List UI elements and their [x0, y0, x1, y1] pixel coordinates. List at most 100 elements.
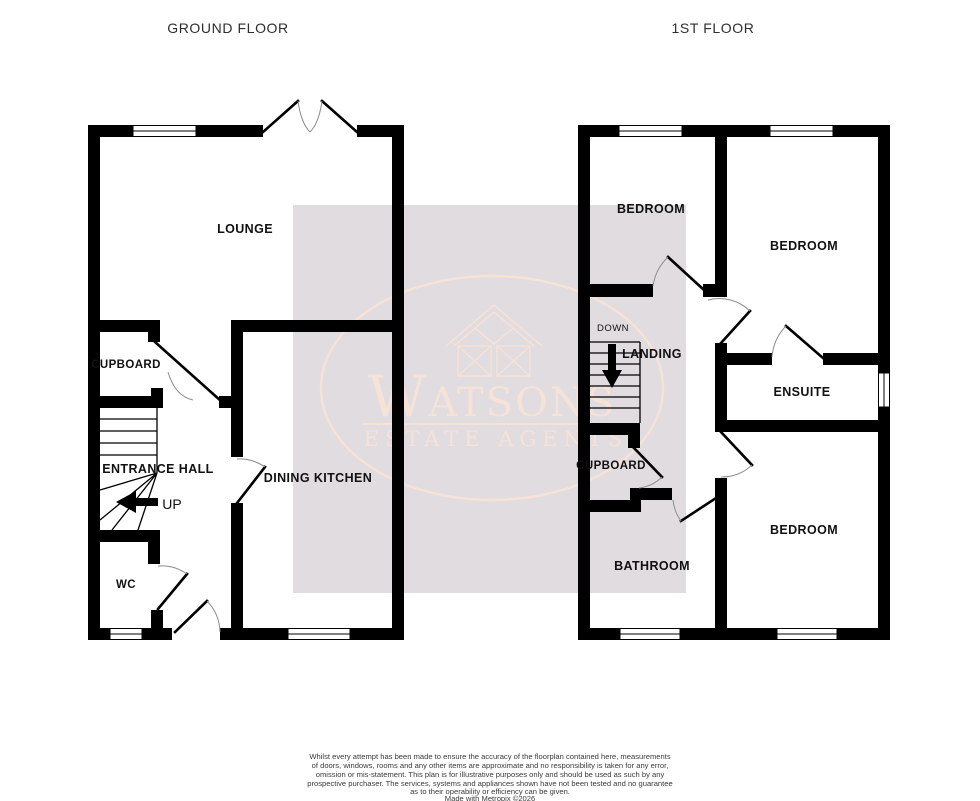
room-label-lounge: LOUNGE [217, 222, 273, 236]
first-floor-windows [618, 125, 890, 640]
disclaimer: Whilst every attempt has been made to en… [307, 752, 672, 801]
stairs-down-label: DOWN [597, 323, 629, 334]
disclaimer-credit: Made with Metropix ©2026 [445, 794, 535, 801]
wall-segment [833, 125, 890, 137]
room-label-bedroom-bottom-right: BEDROOM [770, 523, 838, 537]
watermark-ellipse [319, 274, 665, 502]
door-leaf [666, 255, 706, 292]
wall-segment [578, 423, 640, 435]
wall-segment [231, 320, 243, 457]
wall-segment [142, 628, 172, 640]
door-arc [672, 499, 682, 522]
wall-segment [350, 628, 404, 640]
door-leaf [719, 430, 754, 467]
door-arc [720, 464, 753, 478]
ground-floor-labels: LOUNGE CUPBOARD ENTRANCE HALL UP WC DINI… [91, 222, 372, 591]
door-arc [297, 100, 311, 133]
door-leaf [719, 309, 752, 345]
wall-segment [88, 628, 110, 640]
ground-floor-stairs [99, 408, 158, 531]
house-icon [445, 304, 543, 347]
wall-stub [219, 396, 233, 408]
door-leaf [156, 572, 189, 611]
door-arc [638, 476, 663, 489]
house-icon-inner-roof [453, 311, 535, 347]
door-leaf [320, 99, 359, 134]
door-arc [707, 298, 751, 312]
wall-stub [148, 542, 160, 564]
house-icon-right-bay [496, 345, 531, 377]
stairs-up-label: UP [162, 496, 181, 512]
house-icon-gable-line [474, 327, 514, 345]
door-leaf [632, 446, 664, 479]
stair-edge [590, 341, 641, 423]
disclaimer-line: as to their operability or efficiency ca… [410, 787, 570, 796]
up-arrow-shaft [134, 498, 158, 506]
door-arc [236, 458, 266, 468]
wall-segment [196, 125, 263, 137]
wall-segment [715, 478, 727, 640]
wall-stub [148, 320, 160, 342]
first-floor-doors [632, 255, 825, 523]
room-label-bathroom: BATHROOM [614, 559, 690, 573]
house-icon-left-brace [457, 345, 492, 377]
house-icon-right-brace [496, 345, 531, 377]
door-leaf [173, 599, 209, 634]
door-leaf [261, 99, 300, 134]
wall-segment [578, 500, 641, 512]
room-label-entrance-hall: ENTRANCE HALL [102, 462, 213, 476]
watermark-artwork [319, 274, 665, 502]
wall-segment [630, 488, 672, 500]
wall-segment [231, 503, 243, 640]
wall-segment [578, 628, 620, 640]
door-leaf [784, 324, 825, 360]
wall-segment [680, 628, 777, 640]
watermark-brand-text: Watsons [368, 364, 617, 430]
wall-segment [88, 125, 133, 137]
door-leaf [235, 465, 267, 505]
up-arrow-head [116, 491, 136, 513]
watermark-panel [293, 205, 686, 593]
wall-stub [628, 435, 640, 448]
first-floor-title: 1ST FLOOR [672, 20, 755, 36]
room-label-bedroom-top-right: BEDROOM [770, 239, 838, 253]
first-floor-plan: BEDROOM BEDROOM DOWN LANDING ENSUITE CUP… [576, 125, 890, 640]
disclaimer-line: omission or mis-statement. This plan is … [316, 770, 665, 779]
wall-segment [392, 125, 404, 640]
wall-segment [715, 125, 727, 297]
wall-segment [88, 530, 160, 542]
wall-segment [88, 125, 100, 640]
wall-segment [715, 420, 890, 432]
door-leaf [679, 496, 718, 523]
wall-segment [715, 353, 772, 365]
wall-segment [88, 396, 163, 408]
door-arc [652, 256, 669, 287]
wall-segment [88, 320, 160, 332]
first-floor-stairs [590, 341, 641, 423]
wall-segment [878, 125, 890, 373]
watermark: Watsons ESTATE AGENTS [293, 205, 686, 593]
wall-segment [837, 628, 890, 640]
disclaimer-line: of doors, windows, rooms and any other i… [312, 761, 669, 770]
wall-segment [578, 125, 590, 640]
wall-segment [578, 125, 619, 137]
down-arrow-head [602, 370, 622, 388]
disclaimer-line: prospective purchaser. The services, sys… [307, 779, 672, 788]
wall-segment [823, 353, 890, 365]
ground-floor-title: GROUND FLOOR [167, 20, 289, 36]
room-label-bedroom-top-left: BEDROOM [617, 202, 685, 216]
first-floor-walls [578, 125, 890, 640]
room-label-cupboard: CUPBOARD [91, 359, 161, 371]
wall-stub [151, 610, 163, 628]
door-arc [309, 100, 323, 133]
ground-floor-doors [153, 99, 359, 634]
door-arc [167, 371, 194, 401]
room-label-dining-kitchen: DINING KITCHEN [264, 471, 372, 485]
room-label-cupboard-first: CUPBOARD [576, 460, 646, 472]
ground-floor-plan: LOUNGE CUPBOARD ENTRANCE HALL UP WC DINI… [88, 99, 404, 640]
door-arc [771, 325, 787, 358]
first-floor-labels: BEDROOM BEDROOM DOWN LANDING ENSUITE CUP… [576, 202, 838, 573]
ground-floor-windows [109, 125, 351, 640]
wall-segment [220, 628, 288, 640]
